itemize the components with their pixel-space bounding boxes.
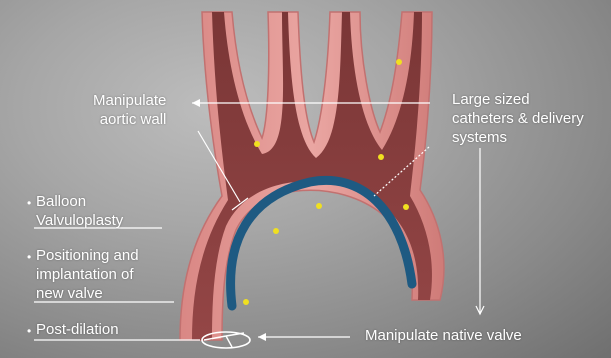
manipulate-native-valve-label: Manipulate native valve	[365, 326, 522, 345]
label-line: catheters & delivery	[452, 109, 584, 128]
label-line: Manipulate	[93, 91, 166, 110]
label-line: aortic wall	[93, 110, 166, 129]
particle	[316, 203, 322, 209]
particle	[378, 154, 384, 160]
label-line: Valvuloplasty	[36, 211, 123, 230]
large-catheters-label: Large sized catheters & delivery systems	[452, 90, 584, 147]
particle	[396, 59, 402, 65]
label-line: Positioning and	[36, 246, 139, 265]
post-dilation-label: Post-dilation	[36, 320, 119, 339]
label-line: implantation of	[36, 265, 139, 284]
manipulate-aortic-wall-label: Manipulate aortic wall	[93, 91, 166, 129]
label-line: new valve	[36, 284, 139, 303]
label-line: systems	[452, 128, 584, 147]
bullet-icon: •	[27, 250, 31, 264]
bullet-icon: •	[27, 196, 31, 210]
particle	[403, 204, 409, 210]
positioning-implantation-label: Positioning and implantation of new valv…	[36, 246, 139, 303]
particle	[243, 299, 249, 305]
particle	[273, 228, 279, 234]
label-line: Large sized	[452, 90, 584, 109]
label-line: Balloon	[36, 192, 123, 211]
balloon-valvuloplasty-label: Balloon Valvuloplasty	[36, 192, 123, 230]
particle	[254, 141, 260, 147]
bullet-icon: •	[27, 324, 31, 338]
